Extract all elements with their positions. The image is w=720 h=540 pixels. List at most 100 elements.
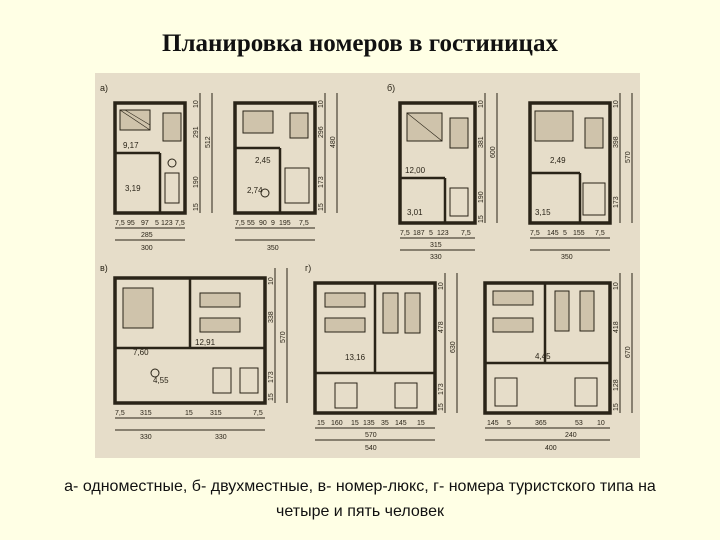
dimension-label: 95 — [127, 220, 135, 227]
section-label-a: а) — [100, 83, 108, 93]
dimension-label: 381 — [478, 136, 485, 148]
dimension-label: 10 — [613, 100, 620, 108]
dimension-label: 512 — [205, 136, 212, 148]
dimension-label: 291 — [193, 126, 200, 138]
section-label-d: г) — [305, 263, 311, 273]
dimension-label: 9 — [271, 220, 275, 227]
dimension-label: 10 — [318, 100, 325, 108]
dimension-label: 400 — [545, 445, 557, 452]
dimension-label: 10 — [268, 277, 275, 285]
dimension-label: 190 — [478, 191, 485, 203]
area-label: 4,45 — [535, 352, 551, 361]
dimension-label: 398 — [613, 136, 620, 148]
dimension-label: 350 — [267, 245, 279, 252]
dimension-label: 5 — [429, 230, 433, 237]
dimension-label: 195 — [279, 220, 291, 227]
dimension-label: 600 — [490, 146, 497, 158]
room-plan-a2 — [233, 93, 338, 241]
dimension-label: 7,5 — [299, 220, 309, 227]
area-label: 7,60 — [133, 348, 149, 357]
area-label: 2,49 — [550, 156, 566, 165]
dimension-label: 173 — [268, 371, 275, 383]
dimension-label: 97 — [141, 220, 149, 227]
dimension-label: 15 — [613, 403, 620, 411]
dimension-label: 135 — [363, 420, 375, 427]
dimension-label: 330 — [215, 434, 227, 441]
area-label: 3,19 — [125, 184, 141, 193]
room-plan-a1 — [113, 93, 213, 241]
dimension-label: 155 — [573, 230, 585, 237]
dimension-label: 480 — [330, 136, 337, 148]
dimension-label: 15 — [318, 203, 325, 211]
dimension-label: 330 — [430, 254, 442, 261]
hotel-room-floor-plans: а) б) в) г) 9,17 3,19 2,45 2,74 12,00 3,… — [95, 73, 640, 458]
dimension-label: 7,5 — [530, 230, 540, 237]
dimension-label: 315 — [140, 410, 152, 417]
section-label-b: б) — [387, 83, 395, 93]
area-label: 3,15 — [535, 208, 551, 217]
dimension-label: 670 — [625, 346, 632, 358]
dimension-label: 10 — [438, 282, 445, 290]
dimension-label: 570 — [625, 151, 632, 163]
section-label-c: в) — [100, 263, 108, 273]
area-label: 12,00 — [405, 166, 426, 175]
dimension-label: 145 — [487, 420, 499, 427]
dimension-label: 5 — [507, 420, 511, 427]
dimension-label: 145 — [547, 230, 559, 237]
dimension-label: 540 — [365, 445, 377, 452]
area-label: 9,17 — [123, 141, 139, 150]
area-label: 4,55 — [153, 376, 169, 385]
dimension-label: 15 — [478, 215, 485, 223]
dimension-label: 5 — [155, 220, 159, 227]
dimension-label: 53 — [575, 420, 583, 427]
room-plan-c — [113, 268, 288, 431]
dimension-label: 187 — [413, 230, 425, 237]
dimension-label: 7,5 — [175, 220, 185, 227]
area-label: 2,45 — [255, 156, 271, 165]
dimension-label: 173 — [438, 383, 445, 395]
dimension-label: 15 — [185, 410, 193, 417]
dimension-label: 145 — [395, 420, 407, 427]
dimension-label: 330 — [140, 434, 152, 441]
dimension-label: 7,5 — [235, 220, 245, 227]
room-plan-d1 — [313, 273, 458, 441]
dimension-label: 240 — [565, 432, 577, 439]
dimension-label: 7,5 — [115, 410, 125, 417]
room-plan-b1 — [398, 93, 498, 251]
dimension-label: 7,5 — [115, 220, 125, 227]
slide-title: Планировка номеров в гостиницах — [162, 30, 558, 57]
dimension-label: 123 — [437, 230, 449, 237]
room-plan-d2 — [483, 273, 633, 441]
dimension-label: 173 — [613, 196, 620, 208]
dimension-label: 15 — [351, 420, 359, 427]
dimension-label: 90 — [259, 220, 267, 227]
dimension-label: 15 — [268, 393, 275, 401]
dimension-label: 123 — [161, 220, 173, 227]
dimension-label: 315 — [210, 410, 222, 417]
dimension-label: 15 — [417, 420, 425, 427]
area-label: 13,16 — [345, 353, 366, 362]
dimension-label: 15 — [317, 420, 325, 427]
dimension-label: 365 — [535, 420, 547, 427]
slide-caption: а- одноместные, б- двухместные, в- номер… — [64, 478, 656, 520]
dimension-label: 35 — [381, 420, 389, 427]
dimension-label: 7,5 — [253, 410, 263, 417]
dimension-label: 5 — [563, 230, 567, 237]
dimension-label: 10 — [478, 100, 485, 108]
dimension-label: 55 — [247, 220, 255, 227]
dimension-label: 7,5 — [595, 230, 605, 237]
area-label: 3,01 — [407, 208, 423, 217]
dimension-label: 630 — [450, 341, 457, 353]
dimension-label: 7,5 — [461, 230, 471, 237]
dimension-label: 418 — [613, 321, 620, 333]
dimension-label: 160 — [331, 420, 343, 427]
dimension-label: 10 — [613, 282, 620, 290]
dimension-label: 10 — [597, 420, 605, 427]
area-label: 12,91 — [195, 338, 216, 347]
dimension-label: 173 — [318, 176, 325, 188]
dimension-label: 300 — [141, 245, 153, 252]
dimension-label: 315 — [430, 242, 442, 249]
dimension-label: 338 — [268, 311, 275, 323]
dimension-label: 10 — [193, 100, 200, 108]
area-label: 2,74 — [247, 186, 263, 195]
